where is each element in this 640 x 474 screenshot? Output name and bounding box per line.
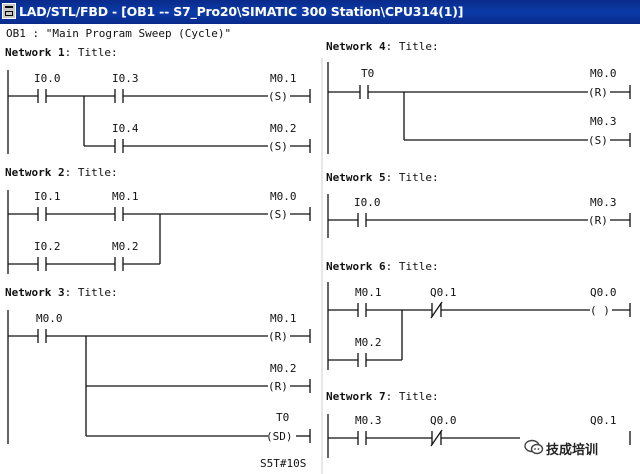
network-6-title: : Title: [386, 260, 439, 273]
network-5-heading: Network 5: Title: [326, 171, 439, 184]
coil-M0.2-reset[interactable]: M0.2 (R) [268, 362, 297, 393]
coil-Q0.0-output[interactable]: Q0.0 ( ) [590, 286, 617, 317]
network-4-title: : Title: [386, 40, 439, 53]
coil-operand: M0.1 [270, 72, 297, 85]
contact-label: M0.2 [112, 240, 139, 253]
window-title: LAD/STL/FBD - [OB1 -- S7_Pro20\SIMATIC 3… [19, 4, 464, 19]
network-2-label: Network 2 [5, 166, 65, 179]
network-5-label: Network 5 [326, 171, 386, 184]
coil-symbol: (R) [588, 86, 608, 99]
network-1-heading: Network 1: Title: [5, 46, 118, 59]
coil-symbol: (R) [268, 330, 288, 343]
contact-I0.3[interactable]: I0.3 [112, 72, 139, 103]
network-3-heading: Network 3: Title: [5, 286, 118, 299]
network-7-title: : Title: [386, 390, 439, 403]
contact-label: I0.4 [112, 122, 139, 135]
contact-M0.2[interactable]: M0.2 [355, 336, 382, 367]
coil-M0.2-set[interactable]: M0.2 (S) [268, 122, 297, 153]
coil-M0.0-reset[interactable]: M0.0 (R) [588, 67, 617, 99]
contact-I0.2[interactable]: I0.2 [34, 240, 61, 271]
network-5[interactable]: Network 5: Title: I0.0 M0.3 (R) [326, 171, 631, 238]
contact-Q0.0-nc[interactable]: Q0.0 [430, 414, 457, 447]
contact-label: Q0.1 [430, 286, 457, 299]
contact-label: M0.1 [355, 286, 382, 299]
watermark: 技成培训 [524, 436, 632, 458]
contact-label: I0.0 [354, 196, 381, 209]
coil-symbol: (S) [588, 134, 608, 147]
coil-operand: M0.3 [590, 115, 617, 128]
contact-label: I0.0 [34, 72, 61, 85]
ladder-diagram: OB1 : "Main Program Sweep (Cycle)" Netwo… [5, 27, 631, 474]
coil-operand: Q0.1 [590, 414, 617, 427]
network-1[interactable]: Network 1: Title: I0.0 I0.3 M0.1 (S) I0.… [5, 46, 311, 154]
coil-symbol: (S) [268, 90, 288, 103]
network-4[interactable]: Network 4: Title: T0 M0.0 (R) M0.3 (S) [326, 40, 631, 154]
coil-symbol: (SD) [266, 430, 293, 443]
contact-label: I0.3 [112, 72, 139, 85]
contact-label: M0.0 [36, 312, 63, 325]
contact-T0[interactable]: T0 [359, 67, 374, 99]
window-title-bar: LAD/STL/FBD - [OB1 -- S7_Pro20\SIMATIC 3… [0, 0, 640, 24]
coil-operand: M0.0 [590, 67, 617, 80]
network-2-title: : Title: [65, 166, 118, 179]
contact-I0.0[interactable]: I0.0 [34, 72, 61, 103]
coil-symbol: ( ) [590, 304, 610, 317]
contact-label: Q0.0 [430, 414, 457, 427]
contact-I0.1[interactable]: I0.1 [34, 190, 61, 221]
coil-M0.3-reset[interactable]: M0.3 (R) [588, 196, 617, 227]
chat-bubble-icon [524, 439, 544, 455]
coil-M0.0-set[interactable]: M0.0 (S) [268, 190, 297, 221]
timer-preset: S5T#10S [260, 457, 306, 470]
network-2[interactable]: Network 2: Title: I0.1 M0.1 M0.0 (S) I0.… [5, 166, 311, 274]
contact-I0.0[interactable]: I0.0 [354, 196, 381, 227]
network-4-label: Network 4 [326, 40, 386, 53]
network-5-title: : Title: [386, 171, 439, 184]
contact-label: T0 [361, 67, 374, 80]
contact-label: M0.3 [355, 414, 382, 427]
coil-operand: M0.2 [270, 362, 297, 375]
coil-T0-sd-timer[interactable]: T0 (SD) S5T#10S [260, 411, 306, 470]
coil-symbol: (S) [268, 208, 288, 221]
coil-operand: M0.1 [270, 312, 297, 325]
network-6-label: Network 6 [326, 260, 386, 273]
coil-operand: M0.0 [270, 190, 297, 203]
network-1-title: : Title: [65, 46, 118, 59]
network-7-label: Network 7 [326, 390, 386, 403]
contact-label: I0.1 [34, 190, 61, 203]
coil-operand: T0 [276, 411, 289, 424]
network-3-title: : Title: [65, 286, 118, 299]
contact-Q0.1-nc[interactable]: Q0.1 [430, 286, 457, 319]
network-7[interactable]: Network 7: Title: M0.3 Q0.0 Q0.1 [326, 390, 631, 458]
contact-M0.1[interactable]: M0.1 [355, 286, 382, 317]
contact-label: I0.2 [34, 240, 61, 253]
network-3[interactable]: Network 3: Title: M0.0 M0.1 (R) M0.2 (R)… [5, 286, 311, 470]
coil-M0.1-set[interactable]: M0.1 (S) [268, 72, 297, 103]
contact-M0.0[interactable]: M0.0 [36, 312, 63, 343]
contact-M0.1[interactable]: M0.1 [112, 190, 139, 221]
coil-symbol: (R) [268, 380, 288, 393]
network-3-label: Network 3 [5, 286, 65, 299]
coil-operand: M0.3 [590, 196, 617, 209]
coil-symbol: (S) [268, 140, 288, 153]
block-header: OB1 : "Main Program Sweep (Cycle)" [6, 27, 231, 40]
coil-operand: Q0.0 [590, 286, 617, 299]
contact-M0.2[interactable]: M0.2 [112, 240, 139, 271]
network-7-heading: Network 7: Title: [326, 390, 439, 403]
contact-M0.3[interactable]: M0.3 [355, 414, 382, 445]
network-2-heading: Network 2: Title: [5, 166, 118, 179]
coil-M0.1-reset[interactable]: M0.1 (R) [268, 312, 297, 343]
lad-editor-app-icon[interactable] [2, 3, 16, 19]
coil-M0.3-set[interactable]: M0.3 (S) [588, 115, 617, 147]
watermark-text: 技成培训 [546, 443, 599, 458]
network-4-heading: Network 4: Title: [326, 40, 439, 53]
network-1-label: Network 1 [5, 46, 65, 59]
network-6[interactable]: Network 6: Title: M0.1 Q0.1 Q0.0 ( ) M0.… [326, 260, 631, 370]
coil-symbol: (R) [588, 214, 608, 227]
contact-label: M0.1 [112, 190, 139, 203]
contact-label: M0.2 [355, 336, 382, 349]
coil-Q0.1-output[interactable]: Q0.1 [590, 414, 617, 427]
coil-operand: M0.2 [270, 122, 297, 135]
contact-I0.4[interactable]: I0.4 [112, 122, 139, 153]
network-6-heading: Network 6: Title: [326, 260, 439, 273]
